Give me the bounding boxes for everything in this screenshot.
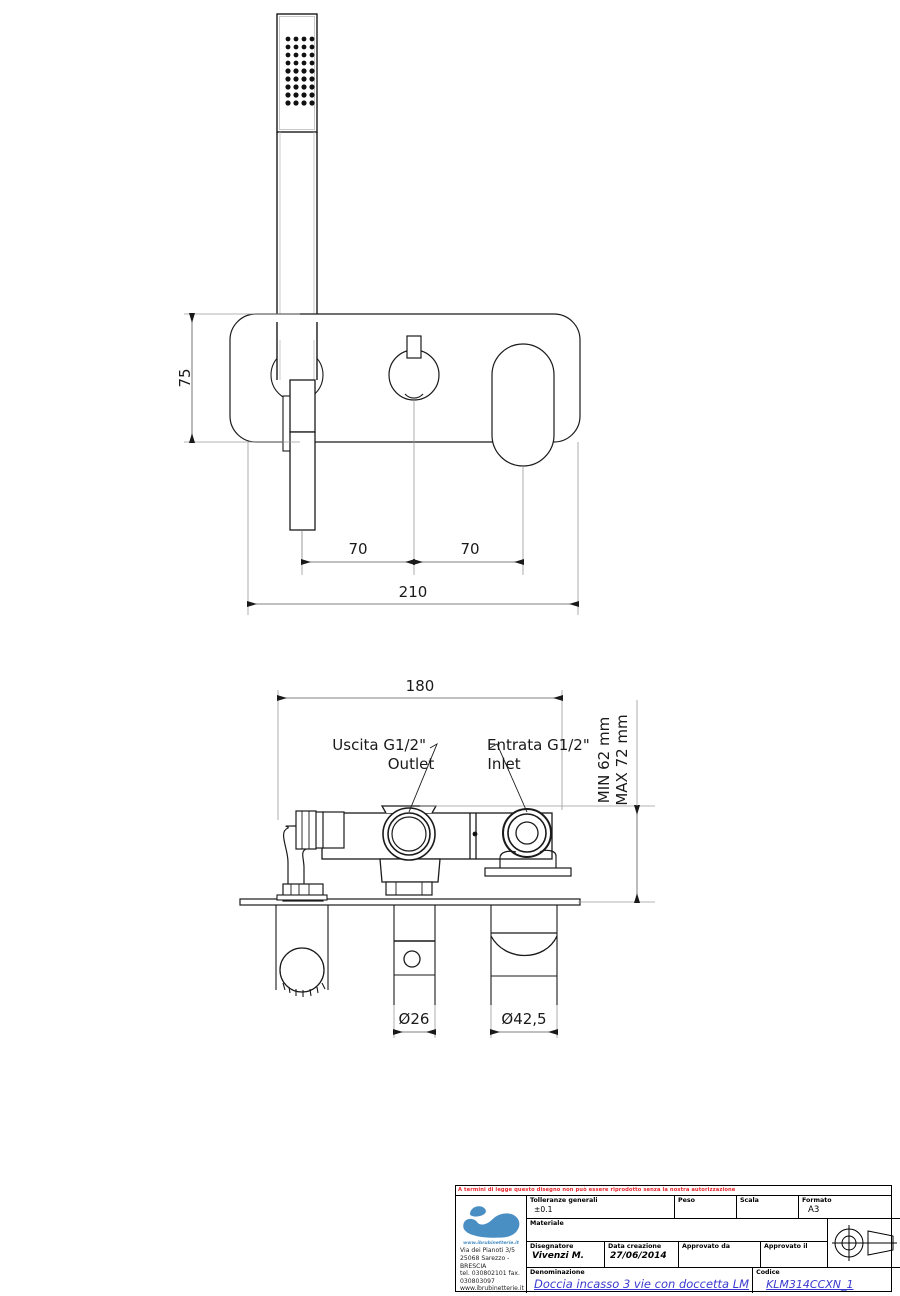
dim-right-70: 70 — [460, 540, 479, 558]
field-approved-by: Approvato da — [679, 1242, 761, 1267]
title-block: A termini di legge questo disegno non pu… — [455, 1185, 900, 1293]
callout-outlet-en: Outlet — [388, 755, 435, 773]
code-label: Codice — [756, 1269, 780, 1276]
company-address: Via dei Pianoti 3/5 25068 Sarezzo - BRES… — [456, 1247, 526, 1293]
callout-leaders — [408, 742, 528, 813]
field-denomination: Denominazione Doccia incasso 3 vie con d… — [527, 1268, 754, 1293]
callout-inlet-it: Entrata G1/2" — [487, 736, 590, 754]
below-plate-parts — [275, 905, 558, 1005]
callout-inlet-en: Inlet — [487, 755, 520, 773]
dim-outlet-diameter: Ø42,5 — [501, 1010, 546, 1028]
copyright-warning: A termini di legge questo disegno non pu… — [456, 1186, 891, 1196]
spray-holes — [285, 36, 315, 106]
format-label: Formato — [802, 1197, 832, 1204]
projection-symbol — [827, 1219, 900, 1267]
field-material: Materiale — [527, 1219, 827, 1241]
valve-body — [276, 805, 572, 902]
approved-on-label: Approvato il — [764, 1243, 808, 1250]
lever-handle — [491, 343, 555, 467]
field-code: Codice KLM314CCXN_1 — [753, 1268, 900, 1293]
creation-date-label: Data creazione — [608, 1243, 662, 1250]
tolerances-value: ±0.1 — [534, 1205, 553, 1214]
dim-left-70: 70 — [348, 540, 367, 558]
section-view-dimensions — [277, 690, 655, 1038]
field-approved-on: Approvato il — [761, 1242, 827, 1267]
scale-label: Scala — [740, 1197, 759, 1204]
address-line-1: Via dei Pianoti 3/5 — [460, 1247, 516, 1255]
callout-outlet-it: Uscita G1/2" — [332, 736, 426, 754]
field-format: Formato A3 — [799, 1196, 900, 1218]
weight-label: Peso — [678, 1197, 695, 1204]
drafter-label: Disegnatore — [530, 1243, 574, 1250]
drafter-value: Vivenzi M. — [532, 1251, 585, 1261]
diverter-knob — [388, 335, 440, 401]
creation-date-value: 27/06/2014 — [610, 1251, 667, 1261]
denomination-value: Doccia incasso 3 vie con doccetta LM — [534, 1277, 750, 1291]
handshower-assembly — [276, 13, 318, 322]
tolerances-label: Tolleranze generali — [530, 1197, 598, 1204]
field-creation-date: Data creazione 27/06/2014 — [605, 1242, 679, 1267]
code-value: KLM314CCXN_1 — [766, 1278, 854, 1291]
field-scale: Scala — [737, 1196, 799, 1218]
material-label: Materiale — [530, 1220, 564, 1227]
dim-height-75: 75 — [176, 368, 194, 387]
front-view-dimensions — [184, 313, 579, 615]
field-drafter: Disegnatore Vivenzi M. — [527, 1242, 605, 1267]
company-logo-icon — [463, 1206, 520, 1238]
field-tolerances: Tolleranze generali ±0.1 — [527, 1196, 675, 1218]
dim-overall-210: 210 — [399, 583, 428, 601]
address-line-4: www.ibrubinetterie.it — [460, 1285, 524, 1293]
dim-stem-diameter: Ø26 — [399, 1010, 430, 1028]
company-block: www.ibrubinetterie.it Via dei Pianoti 3/… — [456, 1196, 527, 1293]
format-value: A3 — [808, 1205, 820, 1215]
approved-by-label: Approvato da — [682, 1243, 730, 1250]
denomination-label: Denominazione — [530, 1269, 585, 1276]
address-line-3: tel. 030802101 fax. 030803097 — [460, 1270, 520, 1285]
first-angle-projection-icon — [831, 1225, 897, 1261]
dim-depth-min: MIN 62 mm — [595, 717, 613, 803]
dim-body-180: 180 — [406, 677, 435, 695]
company-website-logo: www.ibrubinetterie.it — [463, 1241, 519, 1247]
handshower-holder — [270, 322, 324, 565]
field-weight: Peso — [675, 1196, 737, 1218]
dim-depth-max: MAX 72 mm — [613, 714, 631, 805]
address-line-2: 25068 Sarezzo - BRESCIA — [460, 1255, 510, 1270]
